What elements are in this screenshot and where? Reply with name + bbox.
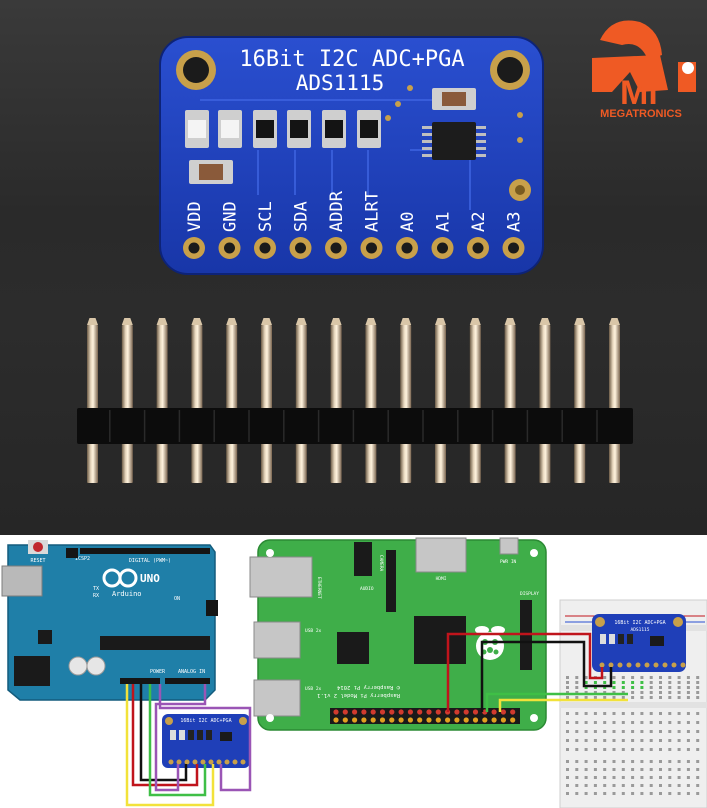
- gpio-header: [330, 708, 520, 724]
- arduino-digital-label: DIGITAL (PWM~): [129, 558, 171, 564]
- arduino-reset-label: RESET: [30, 558, 45, 564]
- hdmi-port: [415, 537, 467, 573]
- rpi-audio-label: AUDIO: [360, 586, 374, 592]
- rpi-copyright-label: © Raspberry Pi 2014: [336, 684, 400, 690]
- logo-brand-text: MEGATRONICS: [600, 108, 682, 120]
- header-pin: [365, 325, 377, 483]
- mounting-holes: [176, 50, 531, 201]
- pin-label-a3: A3: [505, 212, 525, 232]
- atmega-chip: [100, 636, 210, 650]
- power-jack: [14, 656, 50, 686]
- header-pin: [469, 325, 481, 483]
- megatronics-logo: Mi MEGATRONICS: [592, 20, 696, 120]
- pin-label-gnd: GND: [221, 201, 241, 232]
- arduino-on-label: ON: [174, 596, 180, 602]
- usb-port-1: [253, 621, 301, 659]
- usb-port: [1, 565, 43, 597]
- pin-label-scl: SCL: [256, 201, 276, 232]
- arduino-uno-board: RESET DIGITAL (PWM~) ICSP2 UNO Arduino T…: [1, 540, 218, 701]
- rpi-camera-label: CAMERA: [378, 555, 384, 572]
- header-pin: [504, 325, 516, 483]
- rpi-hdmi-label: HDMI: [436, 576, 447, 582]
- header-pin: [609, 325, 620, 483]
- header-pin: [87, 325, 98, 483]
- arduino-analog-label: ANALOG IN: [178, 669, 205, 675]
- header-pin: [295, 325, 307, 483]
- pin-label-a1: A1: [434, 212, 454, 232]
- arduino-wires: [125, 684, 252, 807]
- reset-button-icon: [33, 542, 43, 552]
- ads1115-mini-board-rpi: 16Bit I2C ADC+PGA ADS1115: [592, 614, 686, 672]
- board-title-line1: 16Bit I2C ADC+PGA: [239, 47, 464, 72]
- rpi-power-label: PWR IN: [500, 559, 517, 565]
- header-pin: [435, 325, 446, 483]
- pin-label-addr: ADDR: [327, 190, 347, 232]
- smd-resistors: [185, 88, 476, 184]
- ethernet-port: [249, 556, 313, 598]
- logo-initials: Mi: [620, 74, 658, 112]
- rpi-wires: [446, 632, 628, 712]
- usb-port-2: [253, 679, 301, 717]
- pin-label-a0: A0: [398, 212, 418, 232]
- board-pin-labels: VDD GND SCL SDA ADDR ALRT A0 A1 A2 A3: [185, 190, 525, 232]
- header-pin: [156, 325, 168, 483]
- pin-label-vdd: VDD: [185, 201, 205, 232]
- rpi-usb2-label: USB 2x: [305, 686, 322, 692]
- rpi-ethernet-label: ETHERNET: [316, 577, 322, 599]
- audio-jack: [354, 542, 372, 576]
- rpi-soc-chip: [414, 616, 466, 664]
- header-pin: [400, 325, 412, 483]
- arduino-icsp-label: ICSP2: [75, 556, 90, 562]
- ads1115-board: 16Bit I2C ADC+PGA ADS1115: [159, 36, 544, 275]
- arduino-model-label: UNO: [140, 572, 160, 585]
- pin-label-a2: A2: [469, 212, 489, 232]
- header-pin: [574, 325, 586, 483]
- arduino-power-label: POWER: [150, 669, 166, 675]
- header-pin: [330, 325, 342, 483]
- header-pin: [121, 325, 133, 483]
- pin-label-alrt: ALRT: [363, 191, 383, 232]
- goat-head-icon: [600, 20, 662, 60]
- male-header-pins: [77, 318, 633, 483]
- micro-usb-power-port: [499, 537, 519, 555]
- raspberry-pi-board: ETHERNET USB 2x USB 2x AUDIO CAMERA HDMI…: [249, 537, 547, 731]
- ads1115-mini-board-arduino: 16Bit I2C ADC+PGA: [162, 714, 250, 768]
- rpi-usb1-label: USB 2x: [305, 628, 322, 634]
- board-title-line2: ADS1115: [296, 71, 385, 95]
- pin-label-sda: SDA: [292, 201, 312, 232]
- header-pin: [226, 325, 238, 483]
- board-pin-pads: [183, 237, 525, 259]
- header-pin: [261, 325, 272, 483]
- rpi-model-label: Raspberry Pi Model 2 v1.1: [317, 692, 400, 698]
- arduino-tx-label: TX: [93, 586, 99, 592]
- header-pin: [539, 325, 551, 483]
- arduino-rx-label: RX: [93, 593, 99, 599]
- mini-board-rpi-title: 16Bit I2C ADC+PGA: [614, 620, 665, 626]
- mini-board-title: 16Bit I2C ADC+PGA: [180, 718, 231, 724]
- rpi-display-label: DISPLAY: [520, 591, 539, 597]
- ads1115-chip: [422, 122, 486, 160]
- header-pin: [191, 325, 203, 483]
- mini-board-rpi-subtitle: ADS1115: [631, 627, 650, 633]
- arduino-brand-label: Arduino: [112, 590, 142, 598]
- arduino-infinity-icon: [102, 568, 138, 588]
